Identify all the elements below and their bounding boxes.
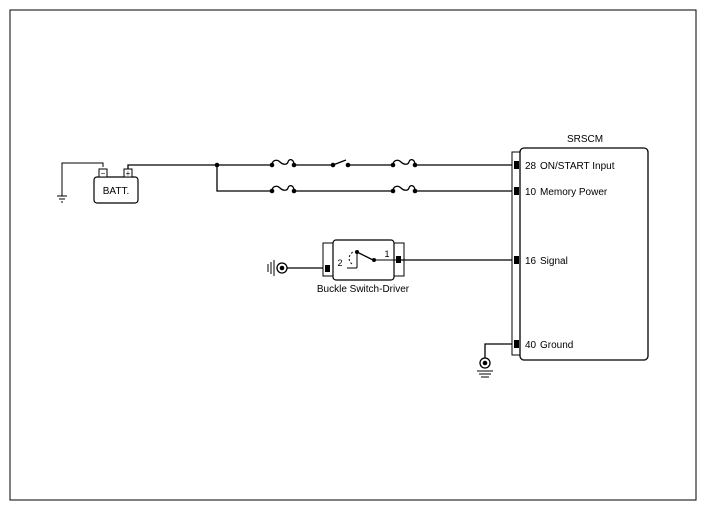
battery-ground-symbol [57,195,67,203]
module-name: SRSCM [567,134,603,145]
junction-node [214,162,220,168]
buckle-switch-dashed-link [348,251,354,265]
fuse-3 [271,184,295,192]
pin-40-name: Ground [540,340,573,351]
buckle-switch: 2 1 Buckle Switch-Driver [267,239,410,295]
memory-power-circuit [216,165,512,192]
battery-negative-terminal [98,168,108,178]
buckle-pin-2-label: 2 [337,258,342,268]
fuse-2 [392,158,416,166]
ignition-switch [332,159,347,166]
battery-label: BATT. [103,186,129,197]
pin-10-number: 10 [525,187,537,198]
pin-16-name: Signal [540,256,568,267]
pin-16-number: 16 [525,256,537,267]
pin-28-name: ON/START Input [540,161,615,172]
pin-28-number: 28 [525,161,537,172]
srscm-module: SRSCM 28 ON/START Input 10 Memory Power … [511,134,649,361]
buckle-switch-contact [356,251,374,261]
module-ground-circuit [477,343,512,378]
battery-neg-symbol: − [101,169,106,178]
on-start-circuit [127,158,512,169]
battery-pos-symbol: + [126,169,131,178]
buckle-ground-symbol [267,260,288,276]
buckle-switch-label: Buckle Switch-Driver [317,284,410,295]
fuse-4 [392,184,416,192]
battery-ground-wire [61,162,104,196]
battery-body [93,176,139,204]
module-body [519,147,649,361]
pin-40-number: 40 [525,340,537,351]
buckle-pin-1-label: 1 [384,249,389,259]
battery: − + BATT. [57,162,139,204]
pin-10-name: Memory Power [540,187,608,198]
fuse-1 [271,158,295,166]
